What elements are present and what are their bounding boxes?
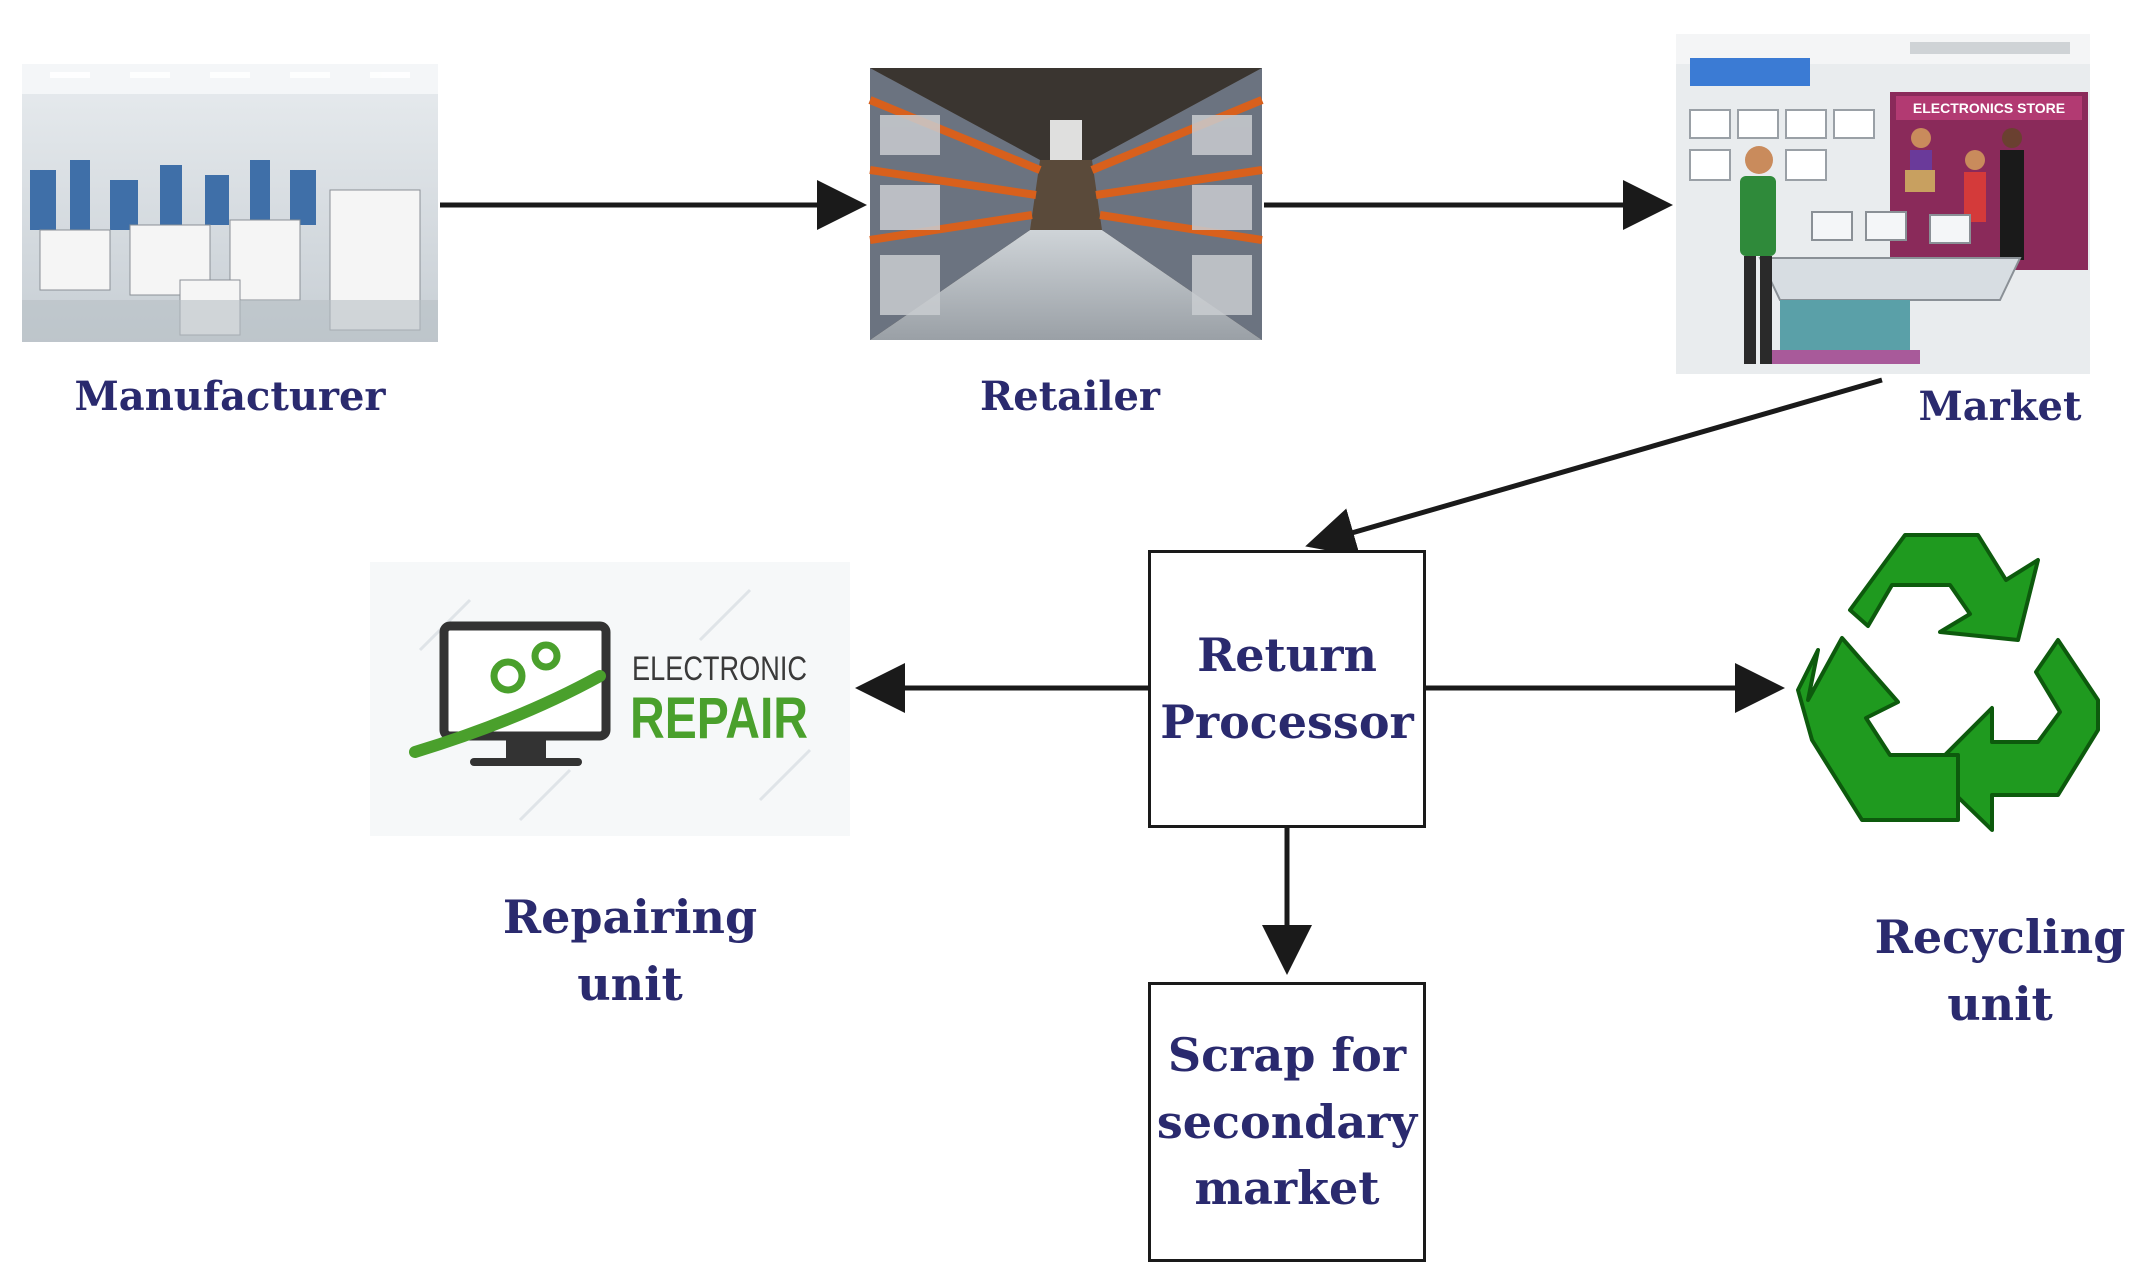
retailer-image bbox=[868, 68, 1264, 340]
return-processor-line1: Return bbox=[1197, 628, 1377, 683]
manufacturer-label: Manufacturer bbox=[74, 373, 386, 420]
return-processor-box: Return Processor bbox=[1148, 550, 1426, 828]
repair-logo: ELECTRONIC REPAIR bbox=[370, 562, 850, 836]
scrap-line3: market bbox=[1194, 1161, 1380, 1216]
scrap-box: Scrap for secondary market bbox=[1148, 982, 1426, 1262]
repair-logo-line2: REPAIR bbox=[630, 686, 808, 751]
scrap-line1: Scrap for bbox=[1167, 1027, 1407, 1082]
repairing-unit-line2: unit bbox=[577, 956, 683, 1011]
repairing-unit-label: Repairing unit bbox=[460, 884, 800, 1017]
return-processor-line2: Processor bbox=[1160, 695, 1414, 749]
gear-icon bbox=[490, 641, 561, 694]
edge-market-return bbox=[1305, 377, 1883, 557]
recycling-unit-label: Recycling unit bbox=[1830, 904, 2151, 1037]
repair-logo-line1: ELECTRONIC bbox=[632, 650, 807, 688]
store-sign-text: ELECTRONICS STORE bbox=[1913, 100, 2065, 116]
monitor-icon bbox=[439, 621, 611, 766]
market-label: Market bbox=[1918, 383, 2082, 430]
retailer-label: Retailer bbox=[980, 373, 1160, 420]
recycling-unit-line2: unit bbox=[1947, 976, 2053, 1031]
recycling-unit-line1: Recycling bbox=[1874, 910, 2126, 964]
repairing-unit-line1: Repairing bbox=[502, 890, 758, 944]
market-image: ELECTRONICS STORE bbox=[1676, 34, 2090, 374]
scrap-line2: secondary bbox=[1156, 1094, 1418, 1149]
manufacturer-image bbox=[22, 64, 438, 342]
recycle-icon bbox=[1796, 533, 2100, 832]
